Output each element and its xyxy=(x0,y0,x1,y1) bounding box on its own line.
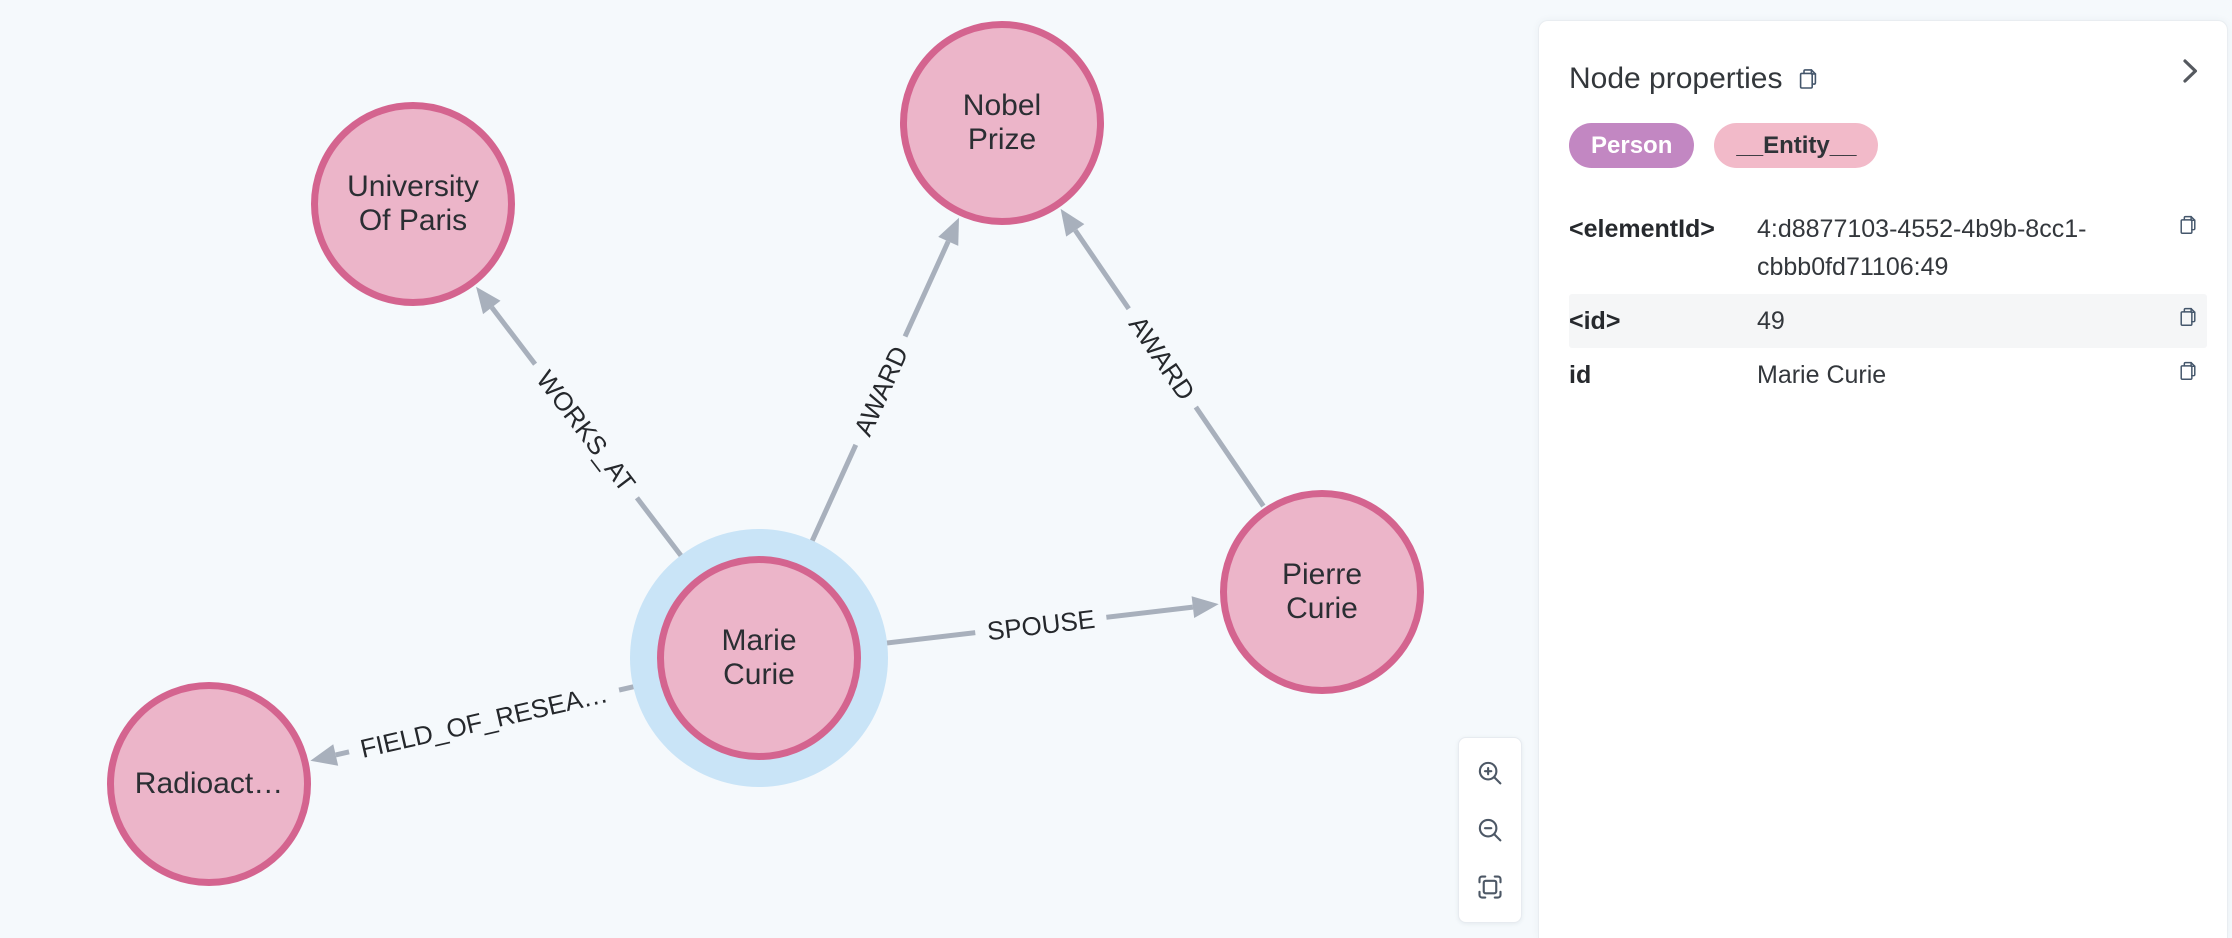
copy-icon xyxy=(2180,361,2196,380)
collapse-panel-button[interactable] xyxy=(2173,55,2205,87)
property-row-id-internal: <id> 49 xyxy=(1569,294,2207,348)
zoom-in-button[interactable] xyxy=(1468,751,1512,795)
property-value: 49 xyxy=(1757,307,1785,335)
copy-icon xyxy=(2180,215,2196,234)
arrowhead xyxy=(1060,208,1085,237)
node-label-pills: Person __Entity__ xyxy=(1569,123,2197,168)
copy-icon xyxy=(2180,307,2196,326)
arrowhead xyxy=(476,286,501,315)
arrowhead xyxy=(1191,596,1219,619)
node-label-pill-person[interactable]: Person xyxy=(1569,123,1695,168)
graph-node-radioactivity[interactable]: Radioact… xyxy=(107,682,311,886)
property-value: 4:d8877103-4552-4b9b-8cc1-cbbb0fd71106:4… xyxy=(1757,215,2087,281)
zoom-in-icon xyxy=(1478,761,1502,785)
property-row-id: id Marie Curie xyxy=(1569,348,2207,402)
fit-to-screen-icon xyxy=(1478,875,1502,899)
panel-header: Node properties xyxy=(1569,61,2199,97)
panel-title: Node properties xyxy=(1569,62,1783,95)
node-caption: Radioact… xyxy=(134,767,284,800)
property-key: id xyxy=(1569,361,1592,389)
arrowhead xyxy=(310,744,339,766)
zoom-toolbar xyxy=(1458,737,1522,923)
fit-to-screen-button[interactable] xyxy=(1468,865,1512,909)
copy-all-properties-button[interactable] xyxy=(1796,67,1820,91)
copy-property-button[interactable] xyxy=(2177,356,2199,382)
node-label-pill-entity[interactable]: __Entity__ xyxy=(1714,123,1879,168)
copy-icon xyxy=(1800,69,1817,89)
arrowhead xyxy=(938,217,959,246)
zoom-out-button[interactable] xyxy=(1468,808,1512,852)
property-key: <id> xyxy=(1569,307,1621,335)
node-properties-panel: Node properties Person __Entity__ <eleme… xyxy=(1538,20,2228,938)
zoom-out-icon xyxy=(1478,818,1502,842)
chevron-right-icon xyxy=(2183,59,2197,83)
copy-property-button[interactable] xyxy=(2177,210,2199,236)
copy-property-button[interactable] xyxy=(2177,302,2199,328)
property-row-elementid: <elementId> 4:d8877103-4552-4b9b-8cc1-cb… xyxy=(1569,202,2207,294)
property-value: Marie Curie xyxy=(1757,361,1887,389)
properties-table: <elementId> 4:d8877103-4552-4b9b-8cc1-cb… xyxy=(1569,202,2207,402)
property-key: <elementId> xyxy=(1569,215,1715,243)
